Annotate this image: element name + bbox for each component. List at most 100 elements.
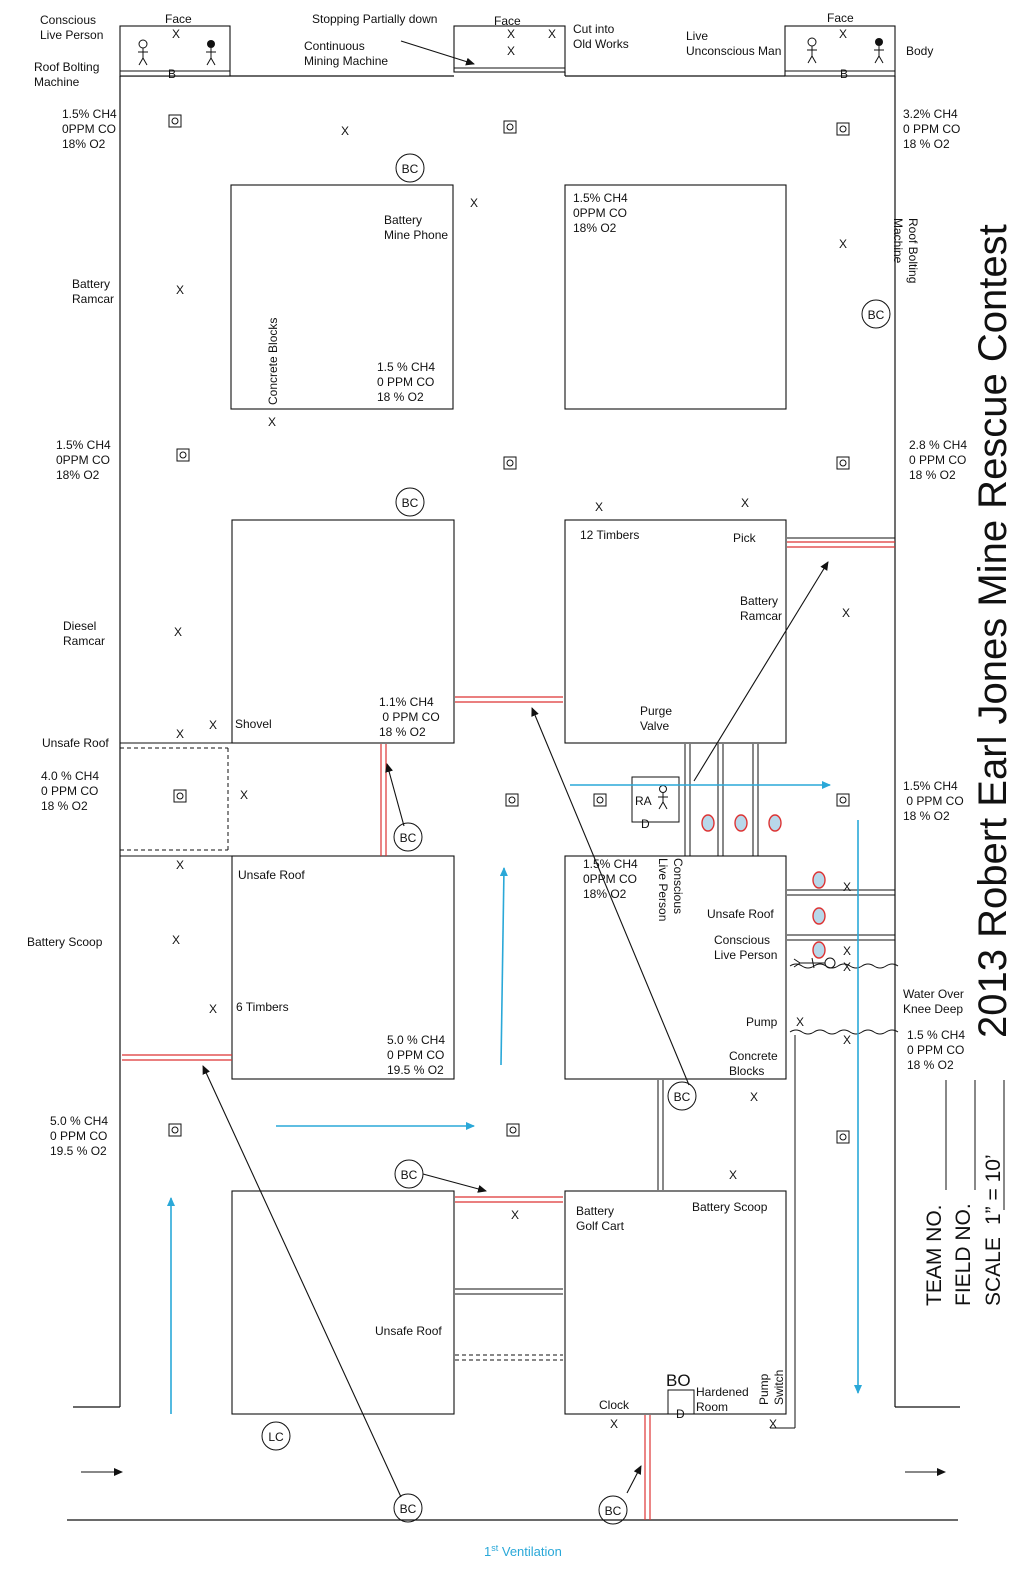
ra-label: RA xyxy=(635,794,652,808)
shovel-label: Shovel xyxy=(235,717,272,731)
pillar-2 xyxy=(564,184,787,410)
bc-circle xyxy=(393,1493,423,1523)
battery-scoop-label: Battery Scoop xyxy=(692,1200,768,1214)
stopping-partially-down-label: Stopping Partially down xyxy=(312,12,437,26)
gas-check-icon xyxy=(836,793,850,807)
gas-check-icon xyxy=(503,456,517,470)
x-marker: X xyxy=(174,625,182,639)
pillar-3 xyxy=(231,519,455,744)
stoppings xyxy=(122,537,895,1520)
overcasts xyxy=(455,744,895,1361)
oval-marker xyxy=(768,814,782,832)
ra-person-icon xyxy=(658,785,668,810)
pillar-1 xyxy=(230,184,454,410)
unsafe-roof-label: Unsafe Roof xyxy=(707,907,774,921)
x-markers: X X X X X X X X X X X X X X X X X X X X … xyxy=(172,27,851,1431)
x-marker: X xyxy=(843,960,851,974)
x-marker: X xyxy=(843,880,851,894)
gas-check-icon xyxy=(506,1123,520,1137)
conscious-person-icon xyxy=(138,39,148,66)
left-crosscut xyxy=(120,742,232,857)
vent-arrow xyxy=(499,867,508,1066)
x-marker: X xyxy=(268,415,276,429)
oval-marker xyxy=(812,941,826,959)
pump-label: Pump xyxy=(746,1015,778,1029)
x-marker: X xyxy=(595,500,603,514)
x-marker: X xyxy=(750,1090,758,1104)
gas-check-icon xyxy=(173,789,187,803)
oval-marker xyxy=(734,814,748,832)
bc-label: BC xyxy=(402,162,419,176)
pointer-arrows xyxy=(81,40,946,1498)
body-icon xyxy=(874,38,884,64)
x-marker: X xyxy=(341,124,349,138)
x-marker: X xyxy=(511,1208,519,1222)
bc-circle xyxy=(395,487,425,517)
x-marker: X xyxy=(172,27,180,41)
b-label: B xyxy=(840,67,848,81)
bc-circle xyxy=(861,299,891,329)
d-label: D xyxy=(641,817,650,831)
x-marker: X xyxy=(176,858,184,872)
scale-label: SCALE xyxy=(982,1237,1005,1306)
bc-markers xyxy=(261,153,891,1525)
contest-title: 2013 Robert Earl Jones Mine Rescue Conte… xyxy=(971,224,1015,1038)
x-marker: X xyxy=(843,1033,851,1047)
concrete-blocks-label: Concrete Blocks xyxy=(266,318,280,405)
team-number-label: TEAM NO. xyxy=(923,1204,946,1306)
pillar-8 xyxy=(564,1190,787,1415)
scale-value: 1” = 10’ xyxy=(982,1154,1005,1225)
vent-ordinal: st xyxy=(491,1543,499,1553)
bc-circle xyxy=(395,153,425,183)
pick-label: Pick xyxy=(733,531,757,545)
battery-scoop-label: Battery Scoop xyxy=(27,935,103,949)
x-marker: X xyxy=(796,1015,804,1029)
vent-number: 1 xyxy=(484,1544,491,1559)
bc-label: BC xyxy=(674,1090,691,1104)
field-number-label: FIELD NO. xyxy=(952,1203,975,1306)
clock-label: Clock xyxy=(599,1398,630,1412)
gas-check-icon xyxy=(168,114,182,128)
bc-circle xyxy=(667,1081,697,1111)
gas-check-icon xyxy=(168,1123,182,1137)
gas-check-points xyxy=(168,114,850,1144)
x-marker: X xyxy=(843,944,851,958)
body-label: Body xyxy=(906,44,933,58)
bc-circle xyxy=(394,1159,424,1189)
bo-label: BO xyxy=(666,1371,691,1390)
gas-check-icon xyxy=(836,456,850,470)
bc-label: BC xyxy=(868,308,885,322)
bc-circle xyxy=(598,1495,628,1525)
gas-check-icon xyxy=(836,122,850,136)
six-timbers-label: 6 Timbers xyxy=(236,1000,289,1014)
circle-labels: BC BC BC BC BC BC BC BC LC xyxy=(268,162,884,1518)
x-marker: X xyxy=(839,27,847,41)
lc-label: LC xyxy=(268,1430,284,1444)
face-label: Face xyxy=(165,12,192,26)
oval-marker xyxy=(812,871,826,889)
d-label: D xyxy=(676,1407,685,1421)
oval-markers xyxy=(701,814,826,959)
hardened-room-box xyxy=(667,1389,695,1415)
face-boxes xyxy=(119,25,896,77)
gas-check-icon xyxy=(505,793,519,807)
water-lines xyxy=(770,963,899,1429)
x-marker: X xyxy=(470,196,478,210)
face-label: Face xyxy=(827,11,854,25)
b-label: B xyxy=(168,67,176,81)
x-marker: X xyxy=(176,283,184,297)
body-icon xyxy=(206,40,216,66)
